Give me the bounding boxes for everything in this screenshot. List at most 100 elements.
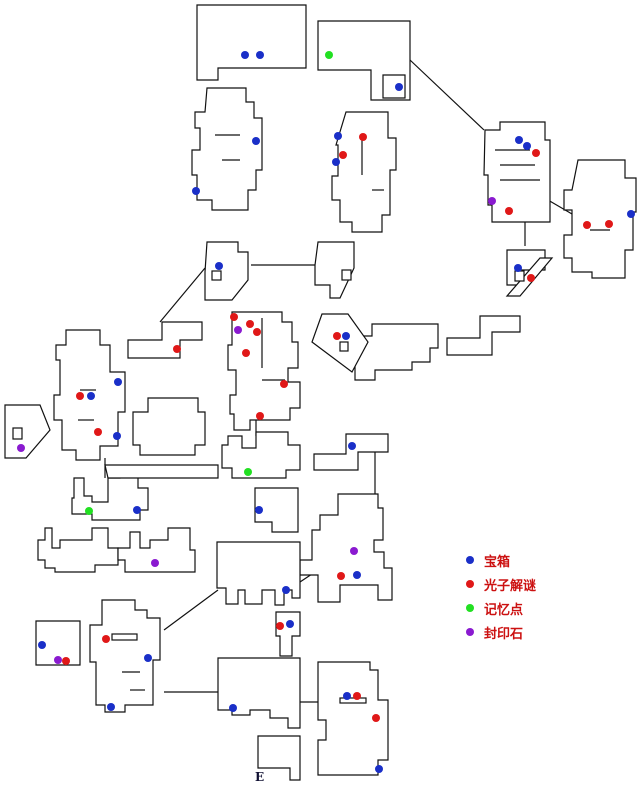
legend-item-memory-point: 记忆点 [466, 596, 586, 620]
photon-puzzle-marker-icon [333, 332, 341, 340]
exit-label: E [255, 770, 265, 784]
corridor-left-mid [104, 464, 219, 479]
photon-puzzle-marker-icon [246, 320, 254, 328]
memory-point-marker-icon [244, 468, 252, 476]
photon-puzzle-marker-icon [173, 345, 181, 353]
treasure-marker-icon [375, 765, 383, 773]
room-bottom-right-cavern [317, 661, 389, 776]
legend-item-seal-stone: 封印石 [466, 620, 586, 644]
legend-item-photon-puzzle: 光子解谜 [466, 572, 586, 596]
corridor-right-2 [354, 323, 439, 381]
legend-label: 宝箱 [484, 554, 511, 570]
legend-label: 封印石 [484, 626, 524, 642]
photon-puzzle-marker-icon [339, 151, 347, 159]
photon-puzzle-marker-icon [102, 635, 110, 643]
treasure-marker-icon [229, 704, 237, 712]
treasure-marker-icon [38, 641, 46, 649]
treasure-marker-icon [113, 432, 121, 440]
room-left-zigzag-3 [117, 527, 196, 573]
room-bottom-left-small [35, 620, 81, 666]
treasure-marker-icon [114, 378, 122, 386]
photon-puzzle-marker-icon [280, 380, 288, 388]
room-exit [257, 735, 301, 781]
seal-stone-dot-icon [466, 628, 474, 636]
treasure-marker-icon [87, 392, 95, 400]
photon-puzzle-marker-icon [605, 220, 613, 228]
photon-puzzle-marker-icon [230, 313, 238, 321]
seal-stone-marker-icon [488, 197, 496, 205]
photon-puzzle-marker-icon [256, 412, 264, 420]
room-center-big [216, 541, 301, 606]
map-markers [17, 51, 635, 773]
photon-puzzle-marker-icon [276, 622, 284, 630]
photon-puzzle-marker-icon [353, 692, 361, 700]
seal-stone-marker-icon [151, 559, 159, 567]
treasure-marker-icon [627, 210, 635, 218]
treasure-marker-icon [332, 158, 340, 166]
seal-stone-marker-icon [54, 656, 62, 664]
room-center-cavern [227, 311, 301, 431]
photon-puzzle-marker-icon [253, 328, 261, 336]
treasure-marker-icon [256, 51, 264, 59]
room-mid-right [314, 241, 355, 299]
legend-item-treasure: 宝箱 [466, 548, 586, 572]
photon-puzzle-dot-icon [466, 580, 474, 588]
room-upper-middle-cavern [331, 111, 397, 233]
room-mid-left [204, 241, 249, 301]
treasure-marker-icon [144, 654, 152, 662]
treasure-marker-icon [342, 332, 350, 340]
treasure-marker-icon [334, 132, 342, 140]
room-center-bottom [221, 431, 301, 479]
photon-puzzle-marker-icon [76, 392, 84, 400]
treasure-dot-icon [466, 556, 474, 564]
treasure-marker-icon [215, 262, 223, 270]
treasure-marker-icon [348, 442, 356, 450]
legend-label: 光子解谜 [484, 578, 537, 594]
room-left-zigzag-2 [37, 527, 119, 573]
treasure-marker-icon [133, 506, 141, 514]
seal-stone-marker-icon [17, 444, 25, 452]
seal-stone-marker-icon [350, 547, 358, 555]
room-right-mid-small [313, 433, 389, 471]
treasure-marker-icon [515, 136, 523, 144]
treasure-marker-icon [255, 506, 263, 514]
treasure-marker-icon [353, 571, 361, 579]
photon-puzzle-marker-icon [94, 428, 102, 436]
photon-puzzle-marker-icon [532, 149, 540, 157]
room-bottom-center [217, 657, 301, 729]
legend: 宝箱 光子解谜 记忆点 封印石 [466, 548, 586, 644]
rooms [4, 4, 637, 781]
treasure-marker-icon [282, 586, 290, 594]
room-right-small-upper [254, 487, 299, 533]
legend-label: 记忆点 [484, 602, 524, 618]
treasure-marker-icon [192, 187, 200, 195]
memory-point-marker-icon [325, 51, 333, 59]
treasure-marker-icon [343, 692, 351, 700]
treasure-marker-icon [514, 264, 522, 272]
room-far-left [4, 404, 51, 459]
inner-walls [12, 134, 610, 704]
room-bottom-left-cavern [89, 599, 161, 713]
photon-puzzle-marker-icon [372, 714, 380, 722]
room-right-cross [299, 493, 393, 603]
room-right-tall [483, 121, 551, 223]
photon-puzzle-marker-icon [505, 207, 513, 215]
photon-puzzle-marker-icon [62, 657, 70, 665]
room-upper-left-cavern [191, 87, 263, 211]
room-far-right-cavern [563, 159, 637, 279]
memory-point-dot-icon [466, 604, 474, 612]
treasure-marker-icon [107, 703, 115, 711]
photon-puzzle-marker-icon [242, 349, 250, 357]
treasure-marker-icon [286, 620, 294, 628]
room-top-left [196, 4, 307, 81]
photon-puzzle-marker-icon [583, 221, 591, 229]
corridor-right-1 [446, 315, 521, 356]
treasure-marker-icon [523, 142, 531, 150]
photon-puzzle-marker-icon [337, 572, 345, 580]
treasure-marker-icon [241, 51, 249, 59]
room-middle-left-blob [132, 397, 206, 456]
seal-stone-marker-icon [234, 326, 242, 334]
memory-point-marker-icon [85, 507, 93, 515]
treasure-marker-icon [252, 137, 260, 145]
photon-puzzle-marker-icon [527, 274, 535, 282]
